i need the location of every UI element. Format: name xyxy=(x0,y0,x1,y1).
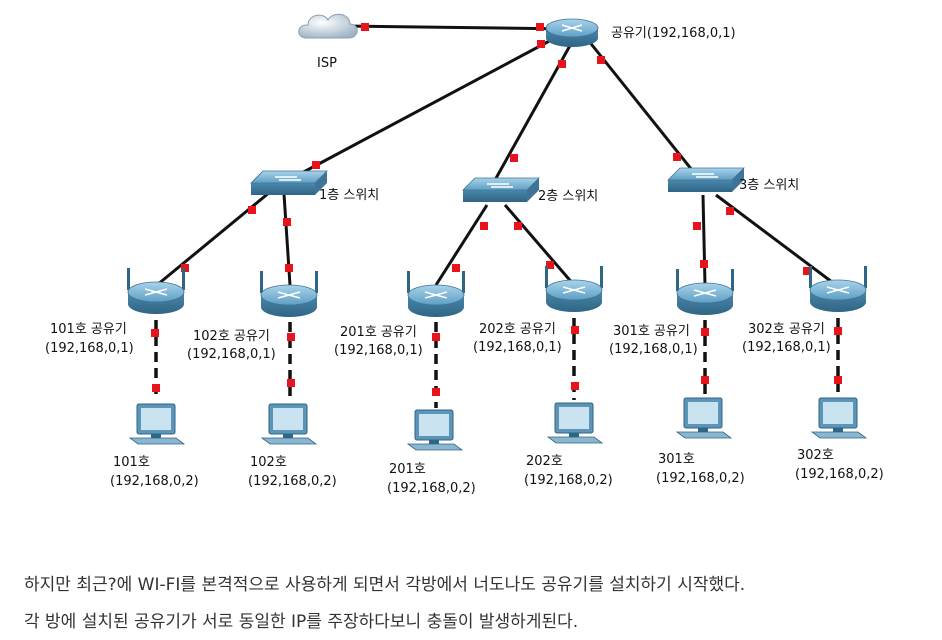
switch1-label: 1층 스위치 xyxy=(319,188,379,203)
main-router-icon xyxy=(545,18,599,47)
room-routers xyxy=(127,266,867,317)
pc-icon xyxy=(406,409,464,451)
connector-dot xyxy=(701,328,709,336)
link-router-switch1 xyxy=(282,36,556,185)
router-301-ip: (192,168,0,1) xyxy=(609,342,698,357)
link-switch1-r101 xyxy=(156,190,271,287)
pc-301-name: 301호 xyxy=(658,452,695,467)
room-pcs xyxy=(128,397,868,451)
link-switch2-r202 xyxy=(503,204,576,286)
connector-dot xyxy=(546,261,554,269)
pc-202-ip: (192,168,0,2) xyxy=(524,473,613,488)
router-201-name: 201호 공유기 xyxy=(340,325,417,340)
body-text-line-2: 각 방에 설치된 공유기가 서로 동일한 IP를 주장하다보니 충돌이 발생하게… xyxy=(24,612,579,632)
connector-dot xyxy=(701,376,709,384)
connector-dot xyxy=(571,382,579,390)
pc-102-name: 102호 xyxy=(250,455,287,470)
connector-dot xyxy=(558,60,566,68)
wireless-router-icon xyxy=(809,266,867,312)
switch2-label: 2층 스위치 xyxy=(538,189,598,204)
pc-icon xyxy=(546,402,604,444)
pc-201-ip: (192,168,0,2) xyxy=(387,481,476,496)
connector-dot xyxy=(312,161,320,169)
link-router-switch3 xyxy=(586,39,702,181)
pc-102-ip: (192,168,0,2) xyxy=(248,474,337,489)
connector-dot xyxy=(152,384,160,392)
main-router-label: 공유기(192,168,0,1) xyxy=(611,26,736,41)
pc-101-name: 101호 xyxy=(113,455,150,470)
connector-dot xyxy=(536,23,544,31)
switch3-label: 3층 스위치 xyxy=(739,178,799,193)
isp-cloud-icon xyxy=(298,13,358,39)
router-202-ip: (192,168,0,1) xyxy=(473,340,562,355)
network-diagram: ISP 공유기(192,168,0,1) 1층 스위치 2층 스위치 3층 스위… xyxy=(45,13,884,496)
connector-dot xyxy=(287,379,295,387)
isp-label: ISP xyxy=(317,56,337,71)
connector-dot xyxy=(693,222,701,230)
connector-dot xyxy=(287,333,295,341)
link-connectors xyxy=(151,23,842,396)
pc-202-name: 202호 xyxy=(526,454,563,469)
network-links xyxy=(156,24,837,287)
switch-3-icon xyxy=(667,167,745,192)
pc-icon xyxy=(260,403,318,445)
connector-dot xyxy=(700,260,708,268)
connector-dot xyxy=(432,388,440,396)
connector-dot xyxy=(537,40,545,48)
connector-dot xyxy=(283,218,291,226)
pc-icon xyxy=(128,403,186,445)
router-302-name: 302호 공유기 xyxy=(748,322,825,337)
router-201-ip: (192,168,0,1) xyxy=(334,343,423,358)
link-isp-router xyxy=(343,24,573,31)
router-102-ip: (192,168,0,1) xyxy=(187,347,276,362)
connector-dot xyxy=(673,153,681,161)
router-101-ip: (192,168,0,1) xyxy=(45,341,134,356)
connector-dot xyxy=(510,154,518,162)
router-301-name: 301호 공유기 xyxy=(613,324,690,339)
pc-301-ip: (192,168,0,2) xyxy=(656,471,745,486)
wireless-router-icon xyxy=(676,269,734,315)
connector-dot xyxy=(597,56,605,64)
switches xyxy=(250,167,745,202)
router-101-name: 101호 공유기 xyxy=(50,322,127,337)
router-302-ip: (192,168,0,1) xyxy=(742,340,831,355)
connector-dot xyxy=(803,267,811,275)
connector-dot xyxy=(285,264,293,272)
connector-dot xyxy=(248,206,256,214)
connector-dot xyxy=(361,23,369,31)
connector-dot xyxy=(726,207,734,215)
router-202-name: 202호 공유기 xyxy=(479,322,556,337)
connector-dot xyxy=(151,329,159,337)
wireless-router-icon xyxy=(545,266,603,312)
pc-302-name: 302호 xyxy=(797,448,834,463)
connector-dot xyxy=(834,327,842,335)
body-text-line-1: 하지만 최근?에 WI-FI를 본격적으로 사용하게 되면서 각방에서 너도나도… xyxy=(24,575,746,595)
link-switch3-r301 xyxy=(701,194,707,286)
connector-dot xyxy=(452,264,460,272)
connector-dot xyxy=(834,376,842,384)
connector-dot xyxy=(480,222,488,230)
pc-icon xyxy=(675,397,733,439)
wireless-router-icon xyxy=(260,271,318,317)
switch-2-icon xyxy=(462,177,540,202)
pc-201-name: 201호 xyxy=(389,462,426,477)
pc-101-ip: (192,168,0,2) xyxy=(110,474,199,489)
connector-dot xyxy=(432,333,440,341)
link-switch3-r302 xyxy=(715,193,837,287)
wireless-router-icon xyxy=(127,268,185,314)
switch-1-icon xyxy=(250,170,328,195)
connector-dot xyxy=(571,326,579,334)
link-switch2-r201 xyxy=(434,204,489,286)
pc-icon xyxy=(810,397,868,439)
router-102-name: 102호 공유기 xyxy=(193,329,270,344)
connector-dot xyxy=(514,222,522,230)
wireless-router-icon xyxy=(407,271,465,317)
pc-302-ip: (192,168,0,2) xyxy=(795,467,884,482)
